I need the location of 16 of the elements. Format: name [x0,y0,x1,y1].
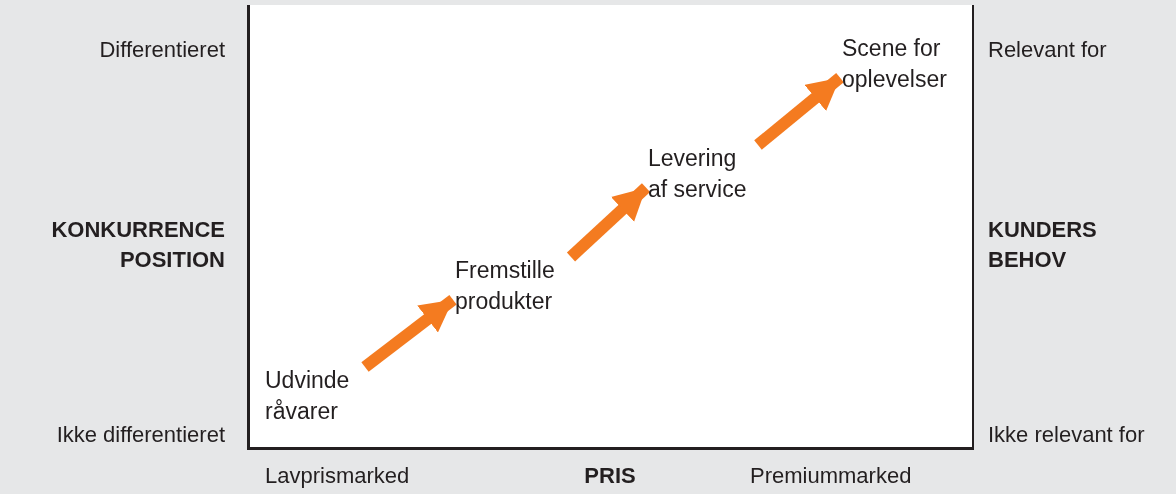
stage-text: Levering af service [648,143,754,205]
arrow [361,294,457,372]
stage-text: Scene for oplevelser [842,33,960,95]
axis-label: Ikke differentieret [56,421,225,449]
axis-label: KONKURRENCE POSITION [50,216,225,274]
axis-label: Ikke relevant for [988,421,1145,449]
axis-label: Lavprismarked [265,462,410,490]
axis-label: Differentieret [99,36,225,64]
stage-text: Fremstille produkter [455,255,567,317]
axis-label: Premiummarked [750,462,912,490]
stage-text: Udvinde råvarer [265,365,361,427]
axis-label: KUNDERS BEHOV [988,216,1098,274]
arrow [566,183,651,262]
axis-label: Relevant for [988,36,1107,64]
arrow [754,73,844,150]
axis-label: PRIS [584,462,636,490]
